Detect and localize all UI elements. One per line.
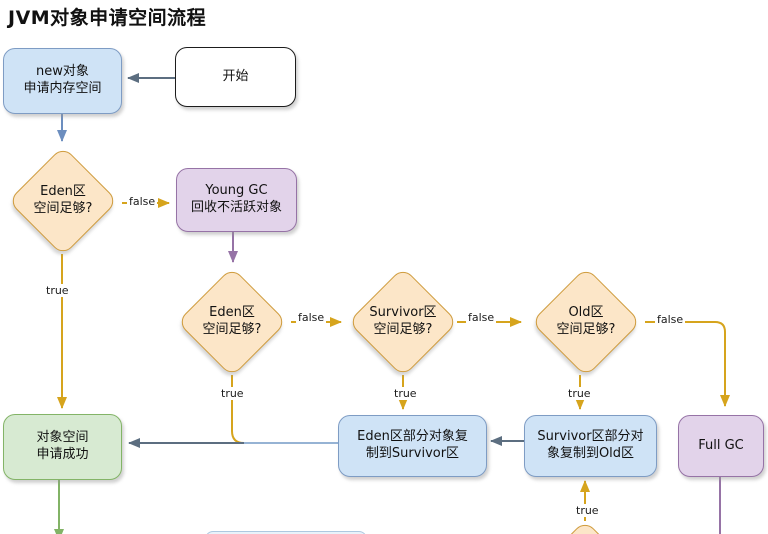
node-start: 开始	[175, 47, 296, 107]
diamond-label: Old区 空间足够?	[556, 305, 616, 337]
diamond-label: Eden区 空间足够?	[33, 184, 93, 216]
edge-label-old-true: true	[566, 387, 593, 400]
page-title: JVM对象申请空间流程	[8, 7, 207, 29]
node-eden-check-2: Eden区 空间足够?	[175, 266, 289, 378]
diamond-label: Eden区 空间足够?	[202, 305, 262, 337]
node-young-gc: Young GC 回收不活跃对象	[176, 168, 297, 232]
node-old-check: Old区 空间足够?	[529, 266, 643, 378]
node-survivor-check: Survivor区 空间足够?	[346, 266, 460, 378]
diamond-label: Survivor区 空间足够?	[369, 305, 437, 337]
node-eden-copy: Eden区部分对象复 制到Survivor区	[338, 415, 487, 477]
node-full-gc: Full GC	[678, 415, 764, 477]
node-alloc-success: 对象空间 申请成功	[3, 414, 122, 480]
edge-label-hidden-true: true	[574, 504, 601, 517]
edge-label-survivor-false: false	[466, 311, 497, 324]
node-hidden-diamond	[528, 519, 642, 534]
edge-label-eden2-false: false	[296, 311, 327, 324]
edge-label-eden1-false: false	[127, 195, 158, 208]
edge-label-eden2-true: true	[219, 387, 246, 400]
edge-label-old-false: false	[655, 313, 686, 326]
diamond-shape	[529, 519, 641, 534]
edge-eden2-true	[231, 375, 245, 444]
edge-old-false	[645, 321, 730, 407]
node-survivor-copy: Survivor区部分对 象复制到Old区	[524, 415, 657, 477]
node-new-object: new对象 申请内存空间	[3, 48, 122, 114]
edge-label-survivor-true: true	[392, 387, 419, 400]
node-eden-check-1: Eden区 空间足够?	[6, 145, 120, 257]
edge-label-eden1-true: true	[44, 284, 71, 297]
